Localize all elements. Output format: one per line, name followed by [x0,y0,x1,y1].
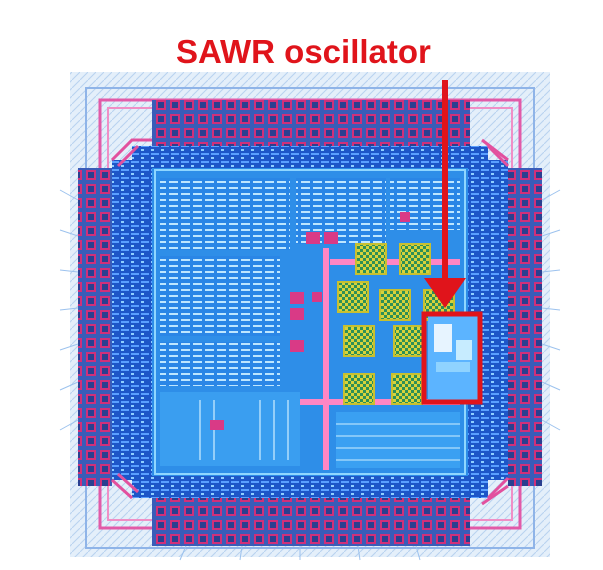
inductor [337,281,369,313]
logic-block-2 [160,256,280,336]
logic-block-1 [160,178,290,250]
inductor [399,243,431,275]
bottom-pad-row [152,498,470,546]
sawr-oscillator-label: SAWR oscillator [176,33,431,70]
inductor [391,373,423,405]
inductor [343,325,375,357]
control-block-2 [390,178,460,230]
left-pad-column [78,168,112,486]
top-pad-row [152,100,470,146]
io-ring-bottom [132,476,488,498]
inductor-array [337,243,455,405]
logic-block-4 [160,392,300,466]
inductor [355,243,387,275]
io-ring-top [132,146,488,168]
inductor [393,325,425,357]
highlight-box [421,311,483,405]
corner-routing [110,138,510,506]
pink-register-blocks [210,212,410,430]
bond-wires [59,189,561,561]
io-ring-left [112,160,152,480]
logic-block-3 [160,342,280,386]
inductor [379,289,411,321]
right-pad-column [508,168,542,486]
inductor [343,373,375,405]
memory-block [336,412,460,468]
annotation-arrowhead [424,278,466,308]
